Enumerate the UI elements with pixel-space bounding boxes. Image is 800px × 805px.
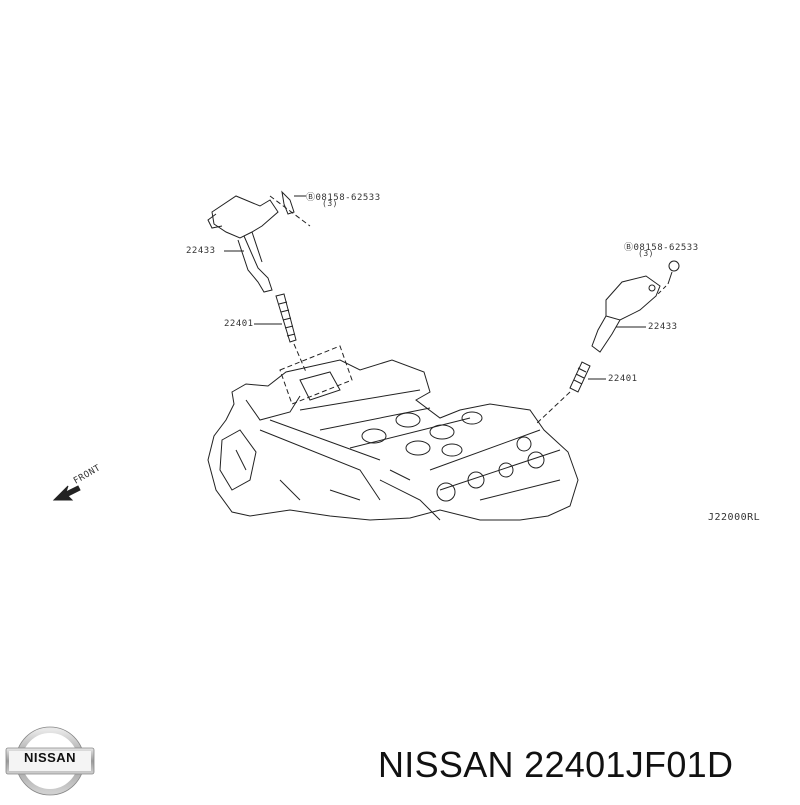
ignition-coil-right-icon (591, 275, 661, 353)
ignition-coil-left-icon (207, 195, 279, 293)
product-title: NISSAN 22401JF01D (378, 744, 734, 785)
bolt-left-icon (281, 190, 306, 215)
spark-plug-right-icon (569, 361, 591, 393)
callout-bolt-left: Ⓑ08158-62533 (306, 193, 381, 203)
circle-b-icon: Ⓑ (624, 243, 634, 253)
front-arrow-icon (52, 485, 81, 501)
engine-block-icon (207, 359, 579, 521)
callout-plug-left: 22401 (224, 319, 254, 329)
circle-b-icon: Ⓑ (306, 193, 316, 203)
diagram-code: J22000RL (708, 512, 761, 523)
logo-text: NISSAN (23, 750, 77, 765)
callout-coil-left: 22433 (186, 246, 216, 256)
spark-plug-left-icon (275, 293, 297, 343)
nissan-logo-ring-icon (5, 726, 95, 796)
callout-bolt-right: Ⓑ08158-62533 (624, 243, 699, 253)
nissan-logo: NISSAN (5, 726, 95, 796)
callout-coil-right: 22433 (648, 322, 678, 332)
callout-bolt-left-qty: (3) (322, 199, 338, 208)
callout-plug-right: 22401 (608, 374, 638, 384)
callout-bolt-right-qty: (3) (638, 249, 654, 258)
bolt-right-icon (667, 260, 680, 285)
